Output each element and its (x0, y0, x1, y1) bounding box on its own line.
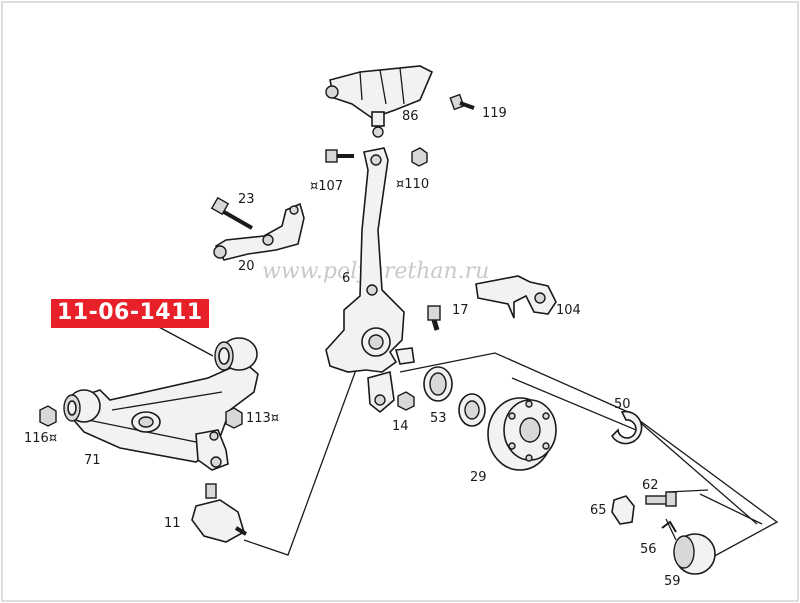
callout-53: 53 (430, 411, 447, 426)
part-11-ball-joint (191, 483, 248, 543)
callout-11: 11 (164, 516, 181, 531)
part-17-bolt (427, 305, 441, 331)
callout-104: 104 (556, 303, 581, 318)
callout-56: 56 (640, 542, 657, 557)
wheel-bearing (458, 393, 486, 427)
callout-29: 29 (470, 470, 487, 485)
part-113-nut (225, 407, 243, 429)
bushing-rear (214, 337, 258, 371)
callout-17: 17 (452, 303, 469, 318)
part-50-retaining-ring (610, 410, 643, 445)
part-116-nut (39, 405, 57, 427)
callout-86: 86 (402, 109, 419, 124)
bushing-front (63, 389, 101, 423)
callout-65: 65 (590, 503, 607, 518)
part-86-upper-mount (325, 65, 434, 138)
callout-107: ¤107 (310, 179, 343, 194)
part-23-bolt (210, 196, 253, 230)
callout-110: ¤110 (396, 177, 429, 192)
part-104-shield (475, 275, 557, 319)
callout-116: 116¤ (24, 431, 57, 446)
part-6-steering-knuckle (325, 147, 415, 414)
callout-59: 59 (664, 574, 681, 589)
part-107-bolt (325, 149, 354, 163)
part-20-steering-arm (213, 202, 305, 261)
part-62-bolt (645, 491, 677, 507)
part-59-dust-cap (673, 533, 716, 575)
callout-119: 119 (482, 106, 507, 121)
callout-113: 113¤ (246, 411, 279, 426)
highlighted-part-number-badge: 11-06-1411 (51, 299, 209, 328)
part-119-bolt (449, 93, 475, 111)
callout-14: 14 (392, 419, 409, 434)
arm-clamp (195, 429, 229, 471)
callout-20: 20 (238, 259, 255, 274)
part-110-nut (411, 147, 428, 167)
part-65-clamp (611, 495, 635, 525)
leader-lines (156, 317, 779, 566)
callout-62: 62 (642, 478, 659, 493)
part-53-seal (423, 366, 453, 402)
callout-50: 50 (614, 397, 631, 412)
callout-23: 23 (238, 192, 255, 207)
callout-71: 71 (84, 453, 101, 468)
part-14-nut (397, 391, 415, 411)
part-56-pin (661, 520, 677, 533)
part-29-wheel-hub (487, 397, 557, 471)
callout-labels: 86 119 ¤107 ¤110 23 20 6 17 104 113¤ 116… (24, 106, 681, 589)
callout-6: 6 (342, 271, 350, 286)
